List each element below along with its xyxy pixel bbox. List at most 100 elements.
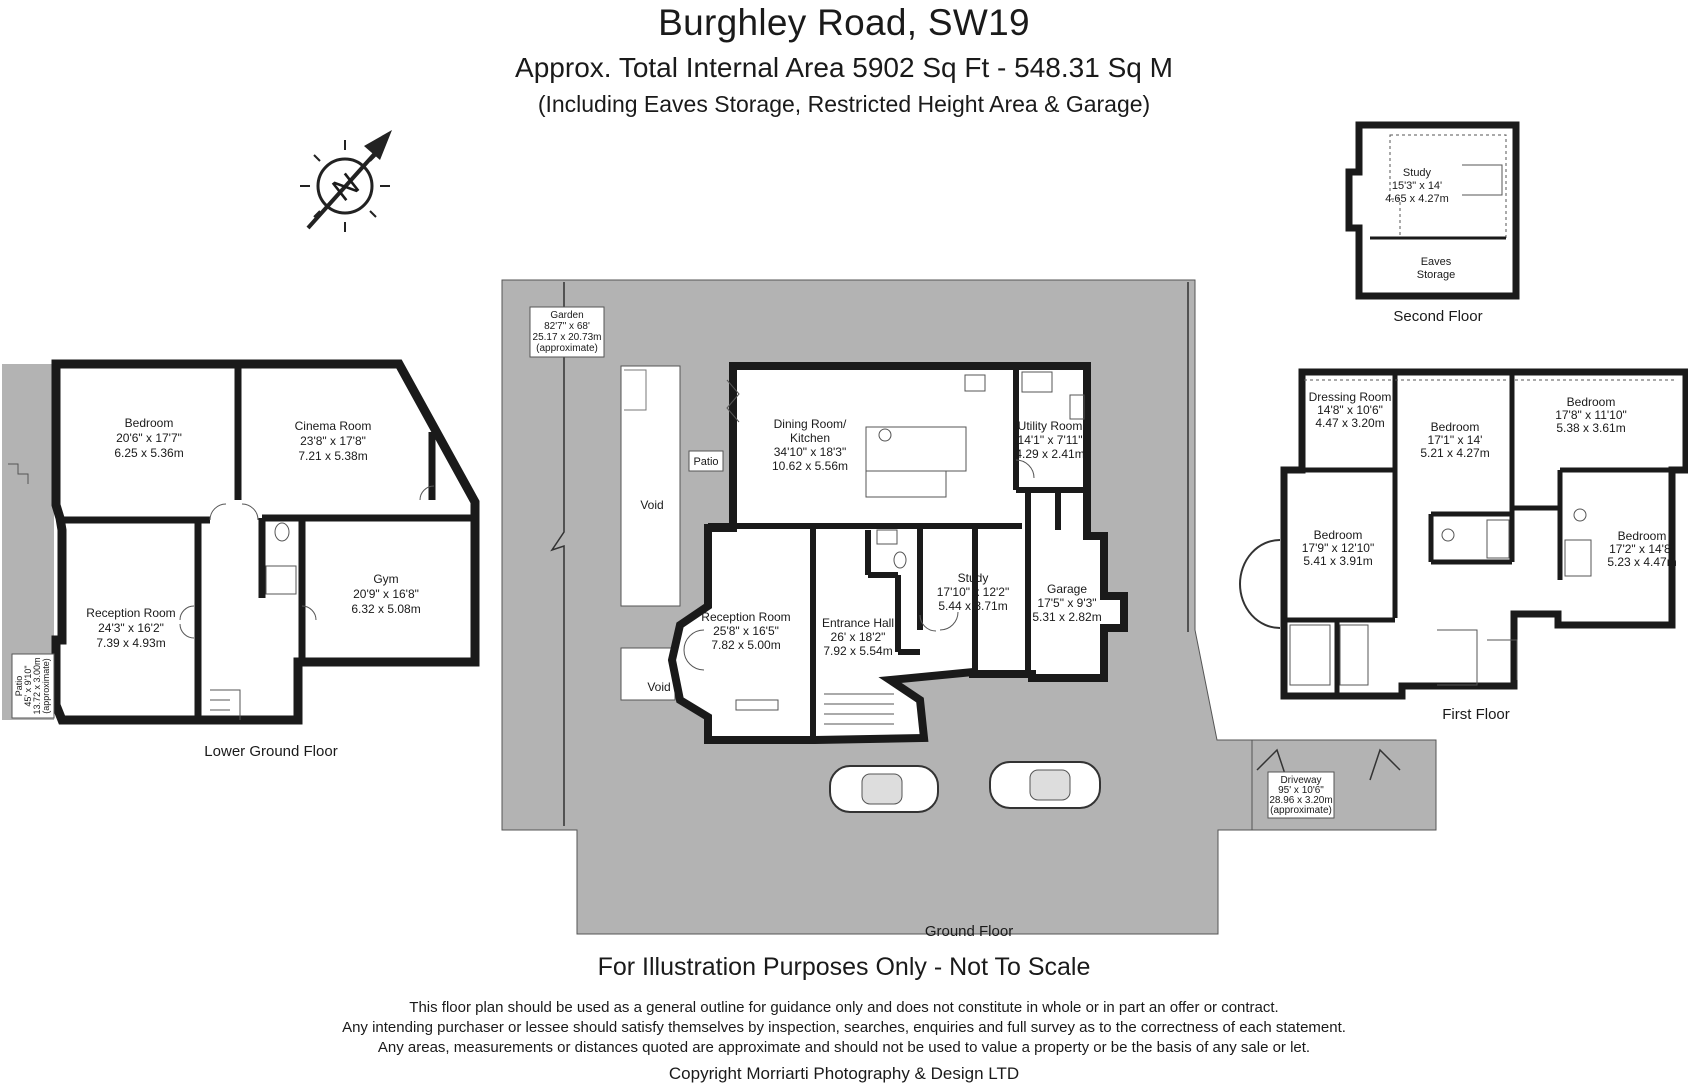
g-hall-metric: 7.92 x 5.54m bbox=[823, 644, 892, 658]
f-bed4-imperial: 17'2" x 14'8" bbox=[1609, 542, 1675, 556]
g-hall-imperial: 26' x 18'2" bbox=[831, 630, 886, 644]
compass-icon: N bbox=[300, 130, 392, 232]
g-utility-metric: 4.29 x 2.41m bbox=[1015, 447, 1084, 461]
g-garage-metric: 5.31 x 2.82m bbox=[1032, 610, 1101, 624]
g-dining-imperial: 34'10" x 18'3" bbox=[774, 445, 847, 459]
copyright: Copyright Morriarti Photography & Design… bbox=[668, 1064, 1020, 1083]
car-icon bbox=[829, 765, 939, 813]
g-reception-imperial: 25'8" x 16'5" bbox=[713, 624, 779, 638]
f-dressing-name: Dressing Room bbox=[1309, 390, 1392, 404]
g-dining-name2: Kitchen bbox=[790, 431, 830, 445]
s-eaves-name: Eaves bbox=[1421, 256, 1452, 268]
lg-reception-imperial: 24'3" x 16'2" bbox=[98, 621, 164, 635]
f-bed2-imperial: 17'8" x 11'10" bbox=[1555, 408, 1627, 422]
s-eaves-name2: Storage bbox=[1417, 269, 1456, 281]
ground-void-upper bbox=[620, 365, 681, 607]
g-garage-name: Garage bbox=[1047, 582, 1087, 596]
s-study-metric: 4.65 x 4.27m bbox=[1385, 193, 1449, 205]
ground-patio-label: Patio bbox=[693, 456, 718, 468]
ground-outline bbox=[667, 362, 1128, 744]
lg-cinema-name: Cinema Room bbox=[295, 419, 372, 433]
ground-void-upper-label: Void bbox=[640, 498, 663, 512]
g-study-name: Study bbox=[958, 571, 989, 585]
f-bed3-imperial: 17'9" x 12'10" bbox=[1302, 541, 1375, 555]
lg-gym-metric: 6.32 x 5.08m bbox=[351, 602, 420, 616]
illustration-notice: For Illustration Purposes Only - Not To … bbox=[597, 953, 1091, 981]
lg-patio-label: Patio45' x 9'10"13.72 x 3.00m(approximat… bbox=[11, 653, 55, 719]
lg-reception-name: Reception Room bbox=[86, 606, 175, 620]
g-dining-name: Dining Room/ bbox=[774, 417, 847, 431]
second-floor-outline bbox=[1345, 121, 1520, 300]
lg-reception-metric: 7.39 x 4.93m bbox=[96, 636, 165, 650]
s-study-imperial: 15'3" x 14' bbox=[1392, 180, 1442, 192]
lg-bedroom-name: Bedroom bbox=[125, 416, 174, 430]
f-bed3-metric: 5.41 x 3.91m bbox=[1303, 554, 1372, 568]
g-study-imperial: 17'10" x 12'2" bbox=[937, 585, 1010, 599]
g-garage-imperial: 17'5" x 9'3" bbox=[1037, 596, 1096, 610]
lg-gym-name: Gym bbox=[373, 572, 398, 586]
second-floor-label: Second Floor bbox=[1393, 308, 1482, 325]
f-bed2-metric: 5.38 x 3.61m bbox=[1556, 421, 1625, 435]
lg-bedroom-metric: 6.25 x 5.36m bbox=[114, 446, 183, 460]
lg-cinema-imperial: 23'8" x 17'8" bbox=[300, 434, 366, 448]
area-inclusions: (Including Eaves Storage, Restricted Hei… bbox=[537, 91, 1151, 117]
lg-bedroom-imperial: 20'6" x 17'7" bbox=[116, 431, 182, 445]
f-bed2-name: Bedroom bbox=[1567, 395, 1616, 409]
total-area: Approx. Total Internal Area 5902 Sq Ft -… bbox=[515, 52, 1173, 83]
f-dressing-imperial: 14'8" x 10'6" bbox=[1317, 403, 1383, 417]
first-floor-outline bbox=[1280, 368, 1688, 700]
disclaimer-line-1: This floor plan should be used as a gene… bbox=[409, 999, 1279, 1016]
s-study-name: Study bbox=[1403, 167, 1432, 179]
first-floor-label: First Floor bbox=[1442, 706, 1510, 723]
svg-text:Patio45' x 9'10"13.72 x 3.00m(: Patio45' x 9'10"13.72 x 3.00m(approximat… bbox=[14, 657, 51, 714]
f-bed1-name: Bedroom bbox=[1431, 420, 1480, 434]
g-reception-name: Reception Room bbox=[701, 610, 790, 624]
g-utility-name: Utility Room bbox=[1018, 419, 1083, 433]
f-bed4-metric: 5.23 x 4.47m bbox=[1607, 555, 1676, 569]
disclaimer-line-2: Any intending purchaser or lessee should… bbox=[342, 1019, 1346, 1036]
g-study-metric: 5.44 x 3.71m bbox=[938, 599, 1007, 613]
lg-cinema-metric: 7.21 x 5.38m bbox=[298, 449, 367, 463]
ground-void-lower bbox=[620, 647, 676, 701]
f-bed1-imperial: 17'1" x 14' bbox=[1428, 433, 1483, 447]
g-utility-imperial: 14'1" x 7'11" bbox=[1018, 433, 1083, 447]
g-reception-metric: 7.82 x 5.00m bbox=[711, 638, 780, 652]
g-hall-name: Entrance Hall bbox=[822, 616, 894, 630]
f-bed3-name: Bedroom bbox=[1314, 528, 1363, 542]
f-dressing-metric: 4.47 x 3.20m bbox=[1315, 416, 1384, 430]
lg-gym-imperial: 20'9" x 16'8" bbox=[353, 587, 419, 601]
disclaimer-line-3: Any areas, measurements or distances quo… bbox=[377, 1039, 1311, 1056]
ground-floor-label: Ground Floor bbox=[925, 923, 1013, 940]
page-title: Burghley Road, SW19 bbox=[658, 2, 1030, 43]
f-bed1-metric: 5.21 x 4.27m bbox=[1420, 446, 1489, 460]
lower-ground-floor-label: Lower Ground Floor bbox=[204, 743, 337, 760]
f-bed4-name: Bedroom bbox=[1618, 529, 1667, 543]
ground-void-lower-label: Void bbox=[647, 680, 670, 694]
g-dining-metric: 10.62 x 5.56m bbox=[772, 459, 848, 473]
